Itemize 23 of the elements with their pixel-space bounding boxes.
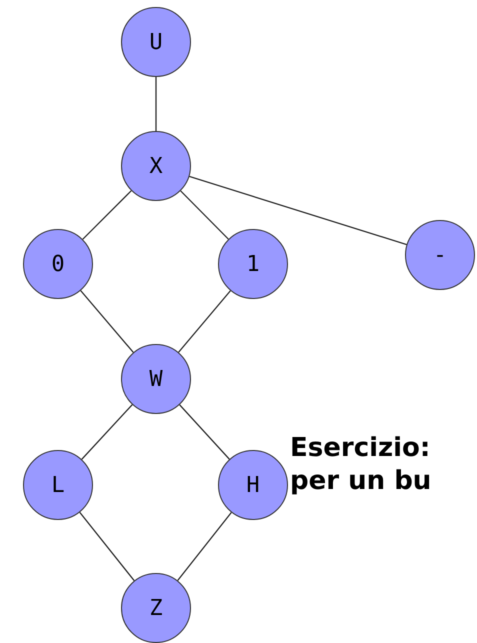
connector-line (189, 176, 407, 246)
node-label: L (51, 472, 65, 498)
connector-line (178, 290, 231, 353)
connector-line (81, 404, 133, 460)
node-circle (23, 229, 93, 299)
node-label: X (149, 154, 163, 178)
node-circle (218, 229, 288, 299)
node-label: W (149, 366, 163, 392)
node-label: - (433, 242, 447, 268)
connector-line (155, 77, 157, 131)
connector-line (180, 190, 229, 240)
node-circle (121, 131, 191, 201)
node-label: 0 (51, 252, 65, 276)
connector-line (82, 190, 132, 240)
connector-line (179, 404, 230, 460)
connector-line (177, 512, 232, 581)
node-label: H (246, 472, 260, 498)
connector-line (80, 290, 134, 353)
exercise-heading: Esercizio: per un bu (290, 432, 432, 497)
node-label: U (149, 30, 163, 54)
node-label: Z (149, 596, 163, 620)
connector-line (79, 512, 135, 581)
node-label: 1 (246, 252, 260, 276)
